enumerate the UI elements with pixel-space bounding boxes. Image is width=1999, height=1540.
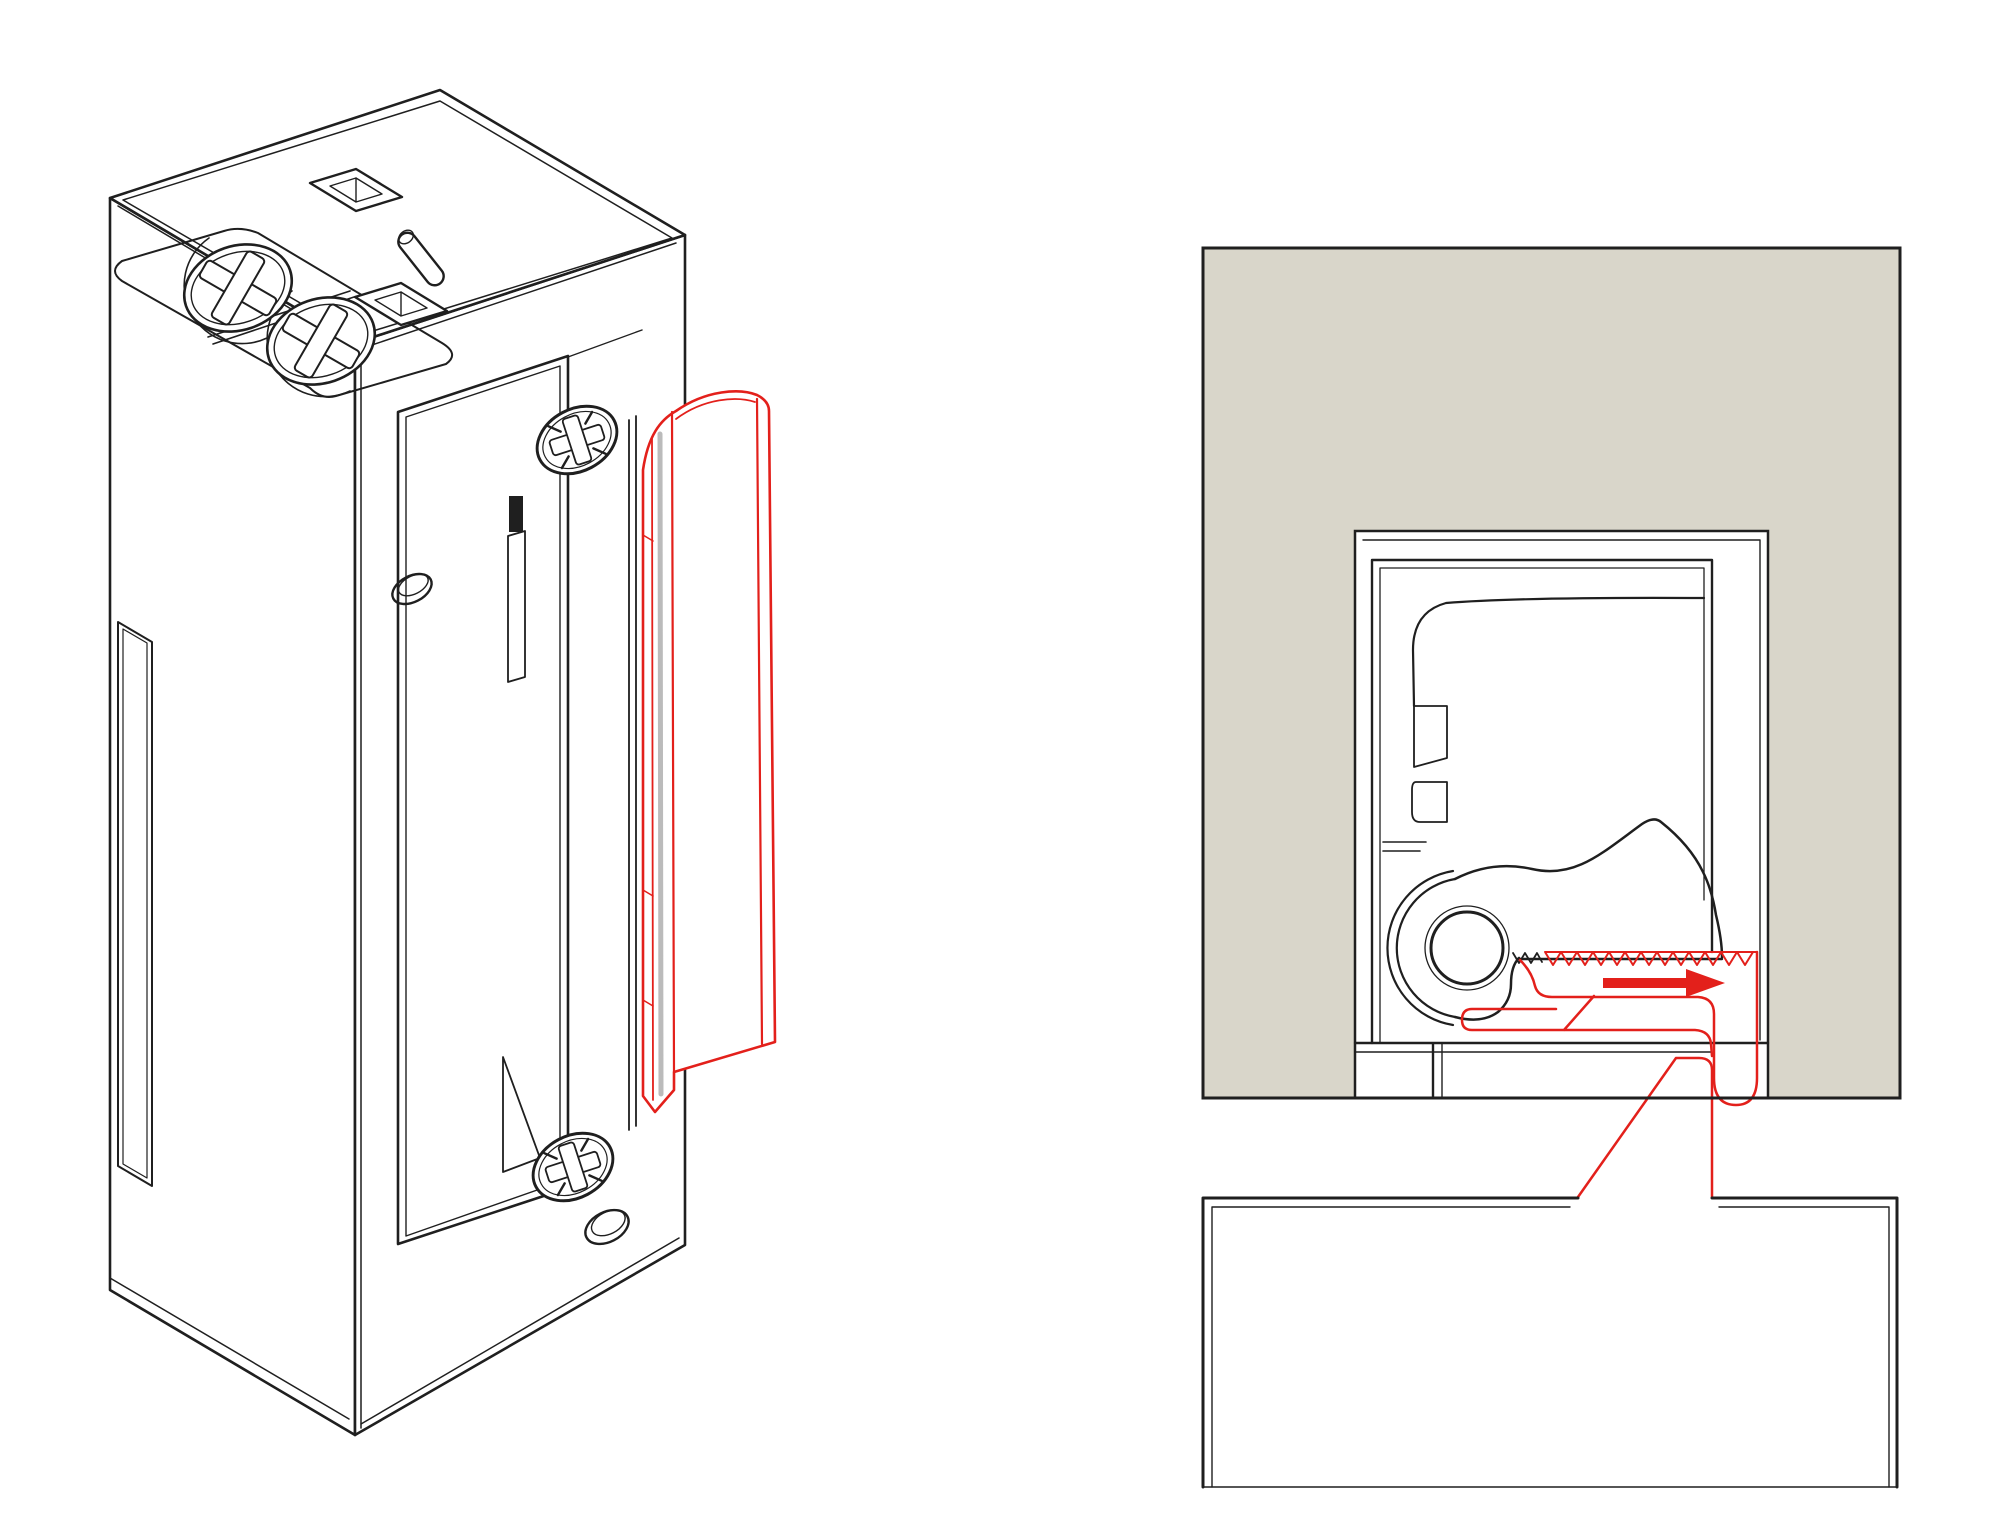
latch-pocket [396,329,643,1246]
terminal-screw-1 [182,243,294,333]
locking-cam [1386,818,1724,1027]
keeper-strip-line [651,436,654,1101]
cam-boss-inner [1395,877,1457,1019]
keeper-right-fold [755,397,764,1046]
square-hole-2 [353,281,449,327]
pocket-top-fold [567,329,643,358]
motion-arrow [1603,969,1725,997]
screw-head-rim [190,250,286,326]
electric-strike-isometric-view [108,88,777,1437]
keeper-crease [670,410,676,1074]
bottom-rim-lines [109,1237,680,1425]
cam-top-profile [1453,818,1724,959]
faceplate-strip-inner [1354,1042,1713,1099]
hidden-body-edge [657,431,664,1097]
keeper-faceplate-fill [643,391,775,1112]
cavity-inner-line [1362,539,1761,1041]
ratchet-teeth-black [1512,952,1543,964]
cam-boss-outer [1386,869,1455,1027]
cam-pivot [1429,910,1505,986]
latch-shadow-mark [509,496,523,532]
keeper-faceplate-red [641,390,777,1114]
keeper-lip-profile [1518,950,1759,1107]
latchbolt-red [1576,1056,1714,1199]
square-hole-1 [308,167,404,213]
cam-pivot-ring [1424,905,1510,991]
strike-housing [1353,558,1770,1100]
pocket-frame [396,354,570,1246]
cavity-blob [1411,596,1706,708]
top-face [114,167,453,398]
strike-cross-section-view [1201,246,1902,1489]
door-leaf-section [1201,1196,1899,1489]
latch-edge-slot [507,530,526,683]
housing-tab-2 [1411,781,1448,823]
keeper-outline [641,390,777,1114]
faceplate-body-edge [628,415,637,1131]
keeper-flange-red [1460,994,1714,1058]
pocket-bottom-wedge [502,1056,541,1173]
keeper-notches [642,534,654,1007]
cam-bottom-profile [1453,956,1521,1021]
screw-slot-v [210,250,266,326]
terminal-tray [114,227,453,398]
right-top-rim [359,242,677,350]
housing-tab-1 [1413,705,1448,768]
housing-ledge [1382,841,1427,852]
left-face-slot [117,621,153,1187]
screw-head-rim [273,303,369,379]
keeper-top-band [675,398,756,420]
changeover-pin [397,229,445,287]
mounting-screw-bottom [531,1131,615,1203]
ratchet-teeth-red [1544,951,1758,966]
screw-slot-v [293,303,349,379]
oval-hole-side [391,572,433,606]
oval-hole-bottom [584,1208,630,1246]
keeper-lip-red [1460,950,1759,1107]
strike-cavity [1353,529,1770,1100]
mounting-screw-top [535,404,619,476]
terminal-screw-2 [265,296,377,386]
left-face-slot-inner [122,628,148,1179]
